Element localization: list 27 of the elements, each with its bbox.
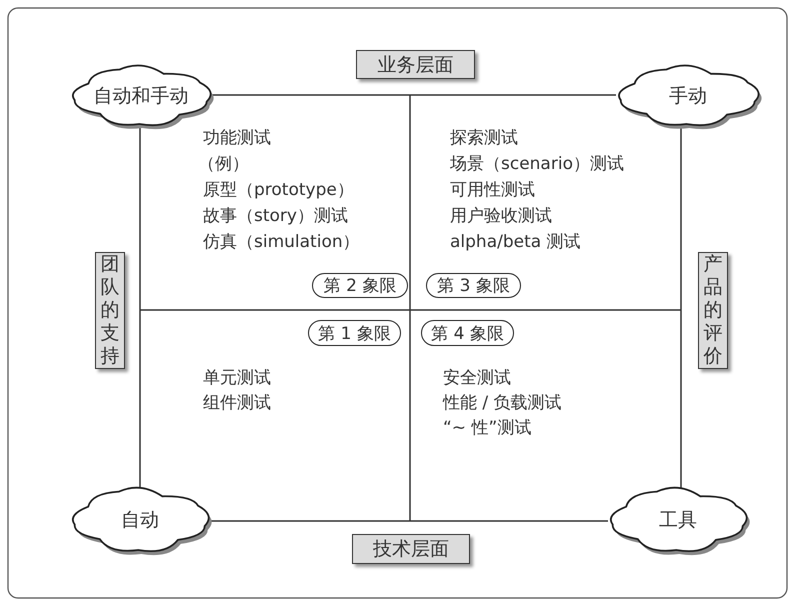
test-type-text: 性能 / 负载测试 <box>443 393 562 413</box>
axis-label: 技术层面 <box>352 534 470 564</box>
quadrant-badge: 第 3 象限 <box>426 273 521 298</box>
quadrant-badge: 第 4 象限 <box>421 320 514 346</box>
test-type-text: 原型（prototype） <box>203 180 354 200</box>
test-type-text: 组件测试 <box>203 393 271 413</box>
axis-label: 业务层面 <box>356 50 475 79</box>
quadrant-badge: 第 1 象限 <box>308 320 401 346</box>
test-type-text: 故事（story）测试 <box>203 206 348 226</box>
test-type-text: 单元测试 <box>203 368 271 388</box>
test-type-text: “~ 性”测试 <box>443 418 532 438</box>
connector-line <box>212 94 616 96</box>
test-type-text: 探索测试 <box>450 128 518 148</box>
test-type-text: （例） <box>198 154 249 174</box>
connector-line <box>139 126 141 488</box>
test-type-text: 可用性测试 <box>450 180 535 200</box>
test-type-text: 场景（scenario）测试 <box>450 154 624 174</box>
axis-label: 团队的支持 <box>95 252 125 369</box>
test-type-text: 功能测试 <box>203 128 271 148</box>
connector-line <box>210 520 608 522</box>
test-type-text: 安全测试 <box>443 368 511 388</box>
test-type-text: alpha/beta 测试 <box>450 232 581 252</box>
connector-line <box>680 126 682 488</box>
quadrant-badge: 第 2 象限 <box>312 273 408 298</box>
test-type-text: 用户验收测试 <box>450 206 552 226</box>
test-type-text: 仿真（simulation） <box>203 232 360 252</box>
axis-label: 产品的评价 <box>698 252 728 369</box>
